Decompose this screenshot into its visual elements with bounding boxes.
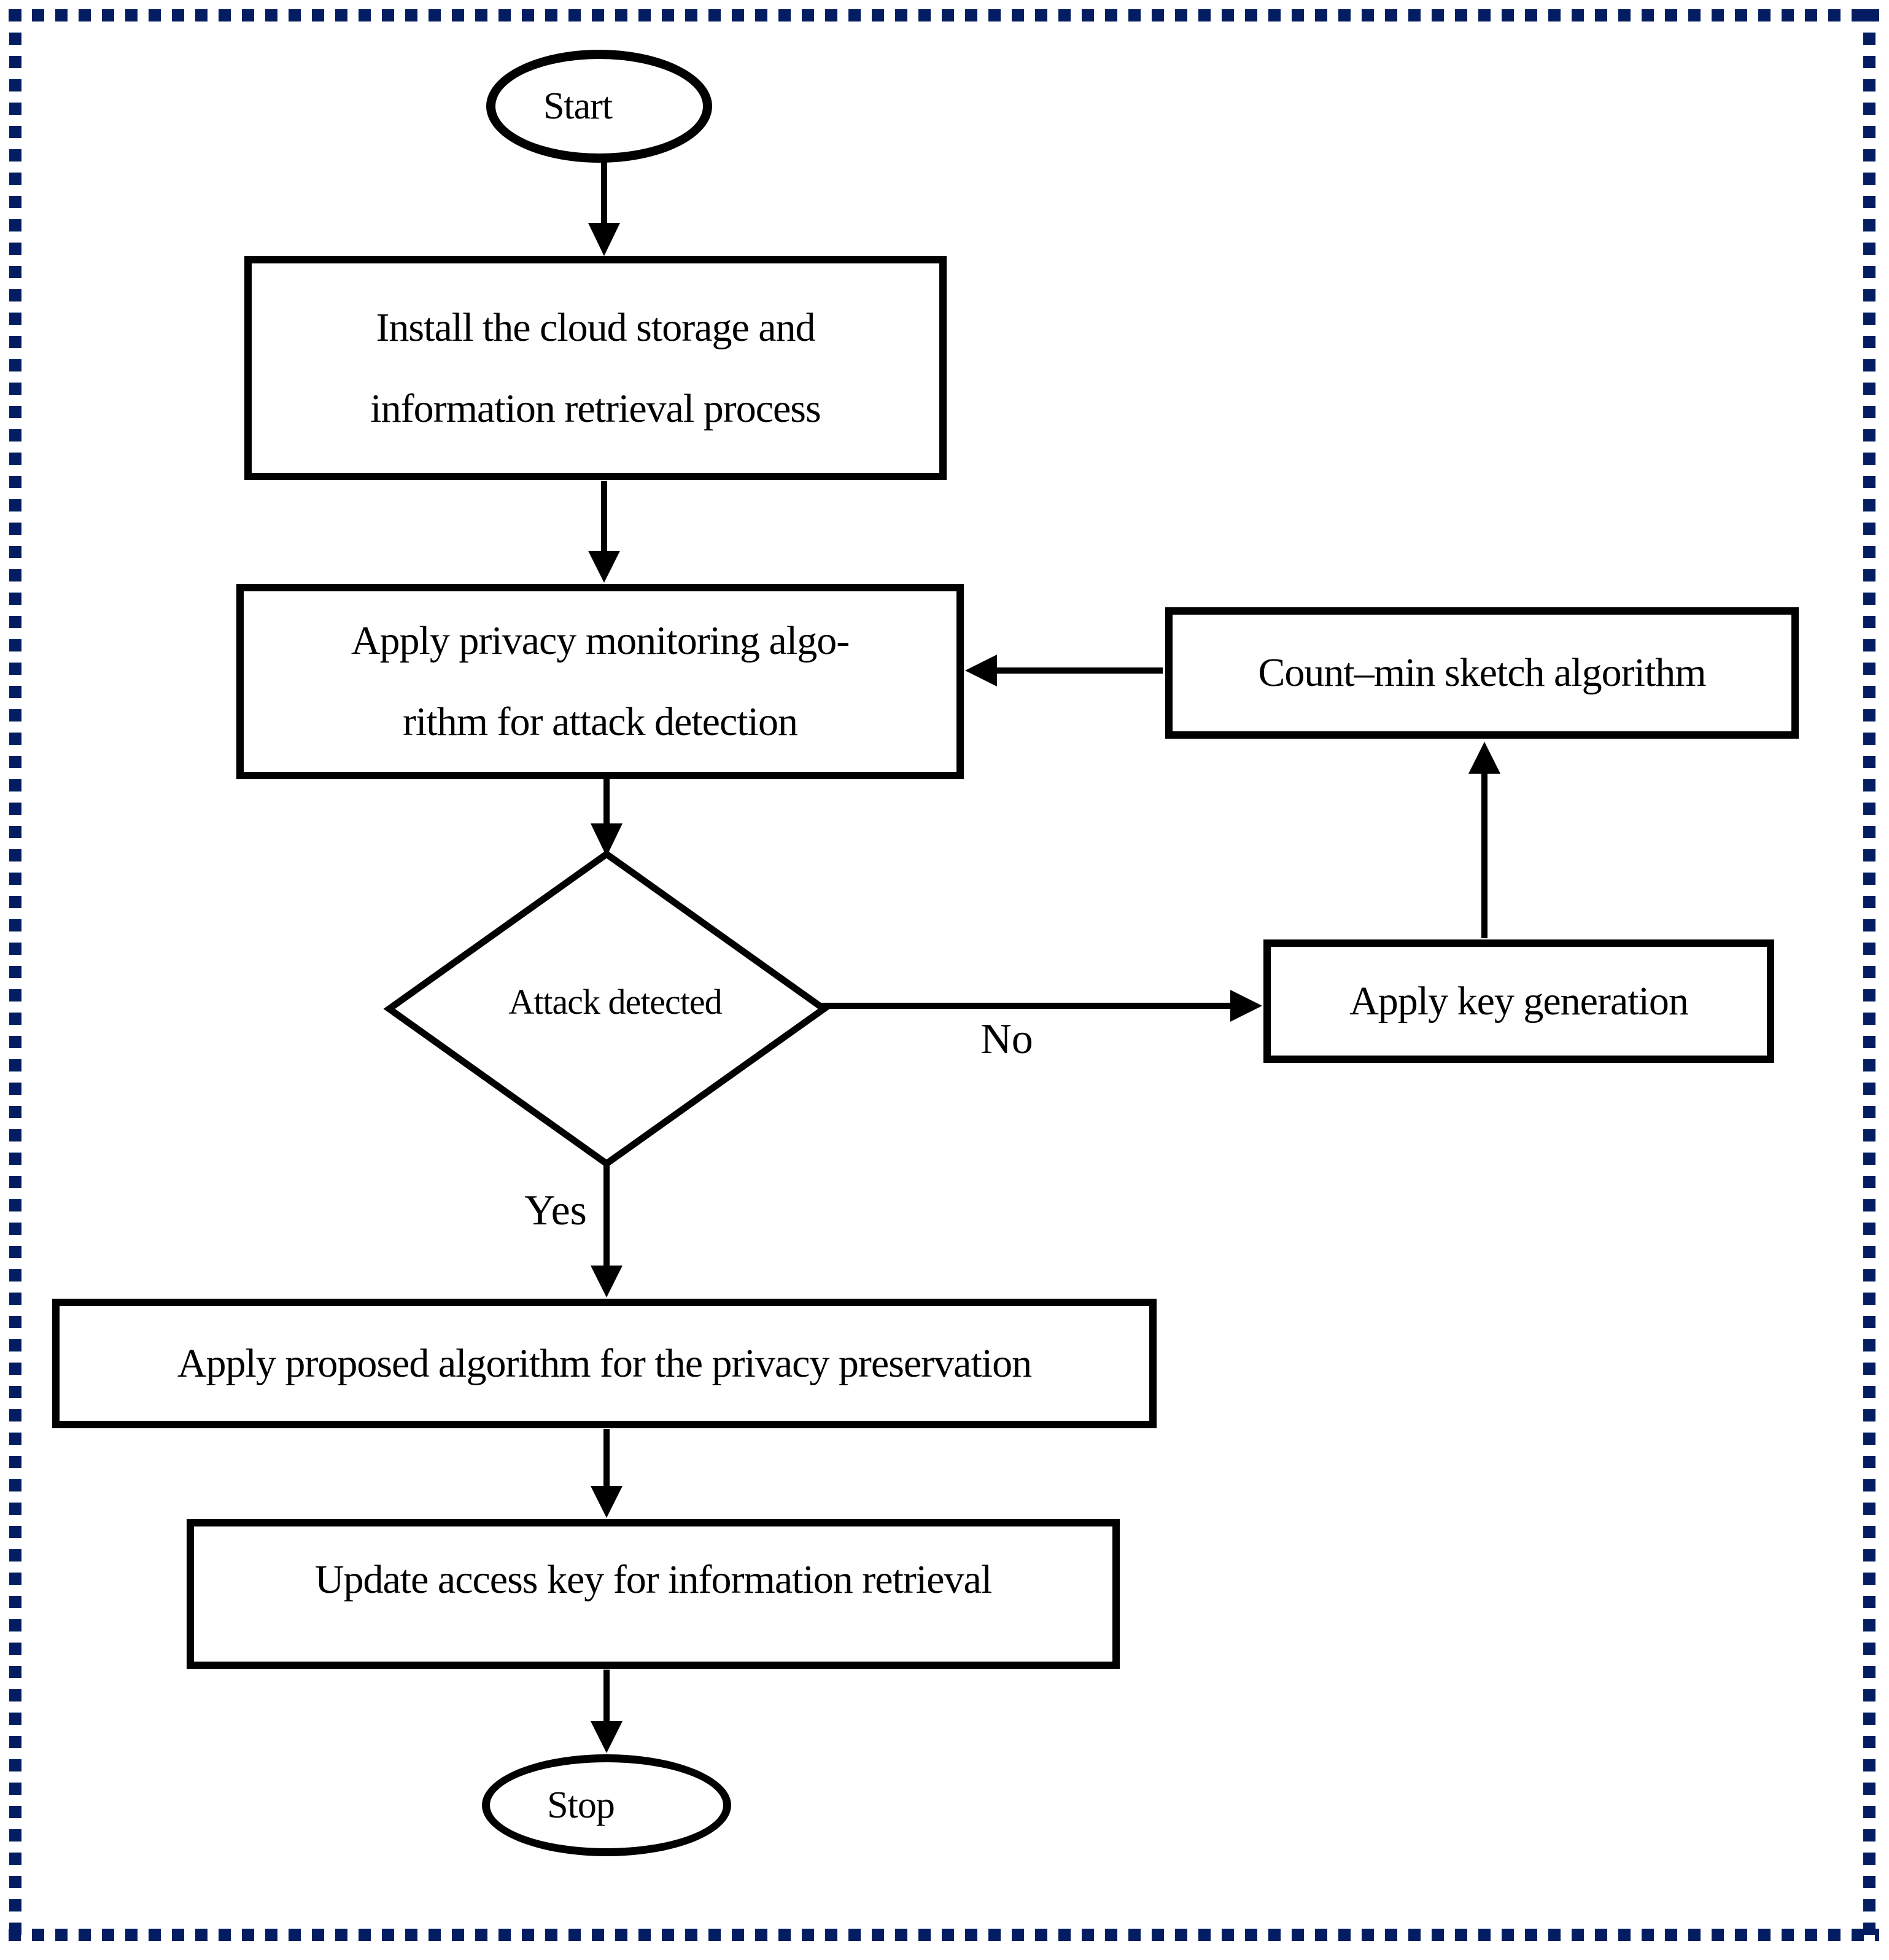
yes-label-text: Yes (524, 1187, 587, 1234)
dotted-border-left (9, 9, 21, 1941)
arrowhead-decision-keygen (1230, 990, 1262, 1022)
arrowhead-privacy-decision (591, 823, 623, 857)
process-proposed-algorithm: Apply proposed algorithm for the privacy… (52, 1299, 1157, 1428)
process-privacy-monitoring: Apply privacy monitoring algo- rithm for… (236, 584, 964, 779)
process-count-min-sketch: Count–min sketch algorithm (1165, 607, 1799, 739)
stop-label: Stop (547, 1784, 615, 1826)
privacy-label-line2: rithm for attack detection (403, 699, 798, 744)
arrowhead-start-install (588, 223, 620, 256)
update-label: Update access key for information retrie… (314, 1557, 992, 1602)
dotted-border-bottom (9, 1929, 1879, 1941)
install-label-line2: information retrieval process (370, 386, 821, 431)
keygen-label: Apply key generation (1349, 978, 1689, 1024)
dotted-border-right (1863, 9, 1875, 1941)
privacy-label-line1: Apply privacy monitoring algo- (351, 618, 850, 663)
dotted-border-top (9, 9, 1879, 21)
arrowhead-install-privacy (588, 551, 620, 583)
branch-label-yes: Yes (488, 1184, 623, 1238)
no-label-text: No (980, 1016, 1033, 1063)
countmin-label: Count–min sketch algorithm (1258, 650, 1706, 695)
arrowhead-proposed-update (591, 1486, 623, 1518)
process-update-access-key: Update access key for information retrie… (187, 1519, 1120, 1669)
arrowhead-update-stop (591, 1721, 623, 1753)
decision-attack-detected: Attack detected (389, 854, 824, 1149)
stop-terminator: Stop (482, 1754, 731, 1856)
arrowhead-countmin-privacy (965, 655, 997, 686)
decision-label-text: Attack detected (508, 981, 722, 1022)
process-key-generation: Apply key generation (1263, 939, 1774, 1063)
start-terminator: Start (486, 50, 712, 163)
process-install-cloud-storage: Install the cloud storage and informatio… (244, 256, 947, 480)
arrowhead-decision-proposed (591, 1266, 623, 1297)
proposed-label: Apply proposed algorithm for the privacy… (177, 1340, 1032, 1386)
arrowhead-keygen-countmin (1468, 742, 1500, 774)
start-label: Start (543, 85, 613, 127)
install-label-line1: Install the cloud storage and (376, 305, 815, 350)
branch-label-no: No (939, 1013, 1074, 1067)
